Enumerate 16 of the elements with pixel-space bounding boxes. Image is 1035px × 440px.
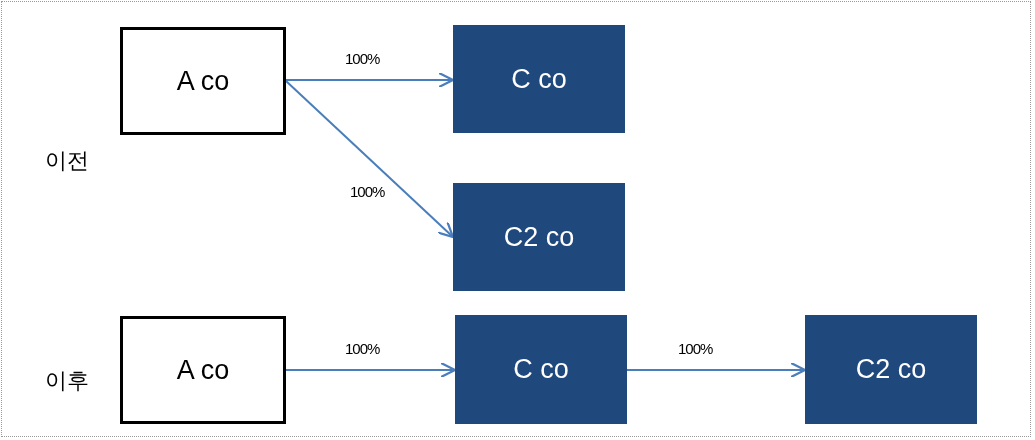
edge-label: 100% xyxy=(345,340,380,357)
edge-label: 100% xyxy=(345,50,380,67)
arrow xyxy=(285,80,455,239)
row-label: 이전 xyxy=(45,147,89,175)
edge-label: 100% xyxy=(350,183,385,200)
company-box: A co xyxy=(120,27,286,135)
company-box: C2 co xyxy=(805,315,977,424)
arrow xyxy=(285,71,455,89)
company-box: C co xyxy=(455,315,627,424)
edge-label: 100% xyxy=(678,340,713,357)
company-box: C co xyxy=(453,25,625,133)
company-box: C2 co xyxy=(453,183,625,291)
arrow xyxy=(626,361,807,379)
row-label: 이후 xyxy=(45,367,89,395)
company-box: A co xyxy=(120,316,286,424)
arrow xyxy=(285,361,457,379)
